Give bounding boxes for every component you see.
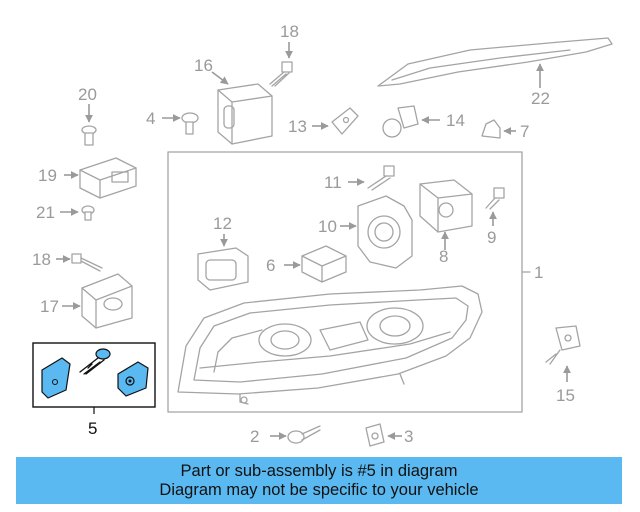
part-15-bulb[interactable] bbox=[545, 325, 581, 365]
callout-9: 9 bbox=[487, 228, 496, 247]
part-14-bulb[interactable] bbox=[382, 105, 419, 138]
callout-3: 3 bbox=[404, 427, 413, 446]
part-4-screw[interactable] bbox=[181, 112, 199, 135]
callout-11: 11 bbox=[324, 173, 342, 192]
part-3-clip[interactable] bbox=[365, 423, 385, 447]
part-6-connector[interactable] bbox=[301, 245, 347, 283]
info-banner: Part or sub-assembly is #5 in diagram Di… bbox=[16, 457, 622, 504]
callout-1: 1 bbox=[534, 263, 543, 282]
callout-8: 8 bbox=[439, 247, 448, 266]
callout-7: 7 bbox=[520, 122, 529, 141]
part-22-trim-strip[interactable] bbox=[377, 37, 613, 87]
part-17-igniter[interactable] bbox=[81, 273, 133, 329]
callout-20: 20 bbox=[78, 85, 97, 104]
callout-19: 19 bbox=[38, 166, 57, 185]
banner-line-disclaimer: Diagram may not be specific to your vehi… bbox=[159, 480, 479, 499]
callout-12: 12 bbox=[213, 214, 232, 233]
callout-14: 14 bbox=[446, 111, 465, 130]
callout-17: 17 bbox=[40, 297, 59, 316]
part-18-bolt-top[interactable] bbox=[269, 61, 293, 87]
part-20-screw[interactable] bbox=[81, 125, 97, 146]
callout-16: 16 bbox=[194, 56, 213, 75]
callout-13: 13 bbox=[288, 117, 307, 136]
part-12-unit[interactable] bbox=[197, 247, 249, 291]
part-5-bolt bbox=[79, 348, 111, 375]
headlight-assembly-frame bbox=[167, 151, 531, 413]
part-21-screw[interactable] bbox=[81, 205, 95, 221]
part-10-bracket[interactable] bbox=[357, 195, 413, 269]
headlight-housing[interactable] bbox=[177, 285, 483, 405]
callout-2: 2 bbox=[250, 427, 259, 446]
callout-18-top: 18 bbox=[280, 22, 299, 41]
banner-line-part: Part or sub-assembly is #5 in diagram bbox=[180, 461, 458, 480]
callout-15: 15 bbox=[556, 386, 575, 405]
callout-10: 10 bbox=[318, 217, 337, 236]
part-2-bolt[interactable] bbox=[287, 425, 321, 444]
callout-21: 21 bbox=[36, 203, 55, 222]
part-7-cap[interactable] bbox=[481, 119, 501, 139]
part-5-bracket-left bbox=[41, 357, 71, 399]
part-16-control-unit[interactable] bbox=[217, 83, 273, 145]
part-5-bracket-right bbox=[117, 361, 149, 397]
callout-22: 22 bbox=[531, 89, 550, 108]
part-8-module[interactable] bbox=[419, 179, 473, 233]
part-9-screw[interactable] bbox=[485, 187, 505, 210]
callout-18-lower: 18 bbox=[32, 250, 51, 269]
part-19-module[interactable] bbox=[79, 157, 137, 199]
part-18-bolt-lower[interactable] bbox=[71, 253, 103, 272]
callout-5: 5 bbox=[88, 419, 97, 438]
part-11-screw[interactable] bbox=[367, 165, 395, 191]
part-5-repair-kit-box[interactable] bbox=[32, 342, 156, 408]
callout-4: 4 bbox=[146, 109, 155, 128]
part-13-clip[interactable] bbox=[331, 107, 359, 135]
callout-6: 6 bbox=[266, 256, 275, 275]
